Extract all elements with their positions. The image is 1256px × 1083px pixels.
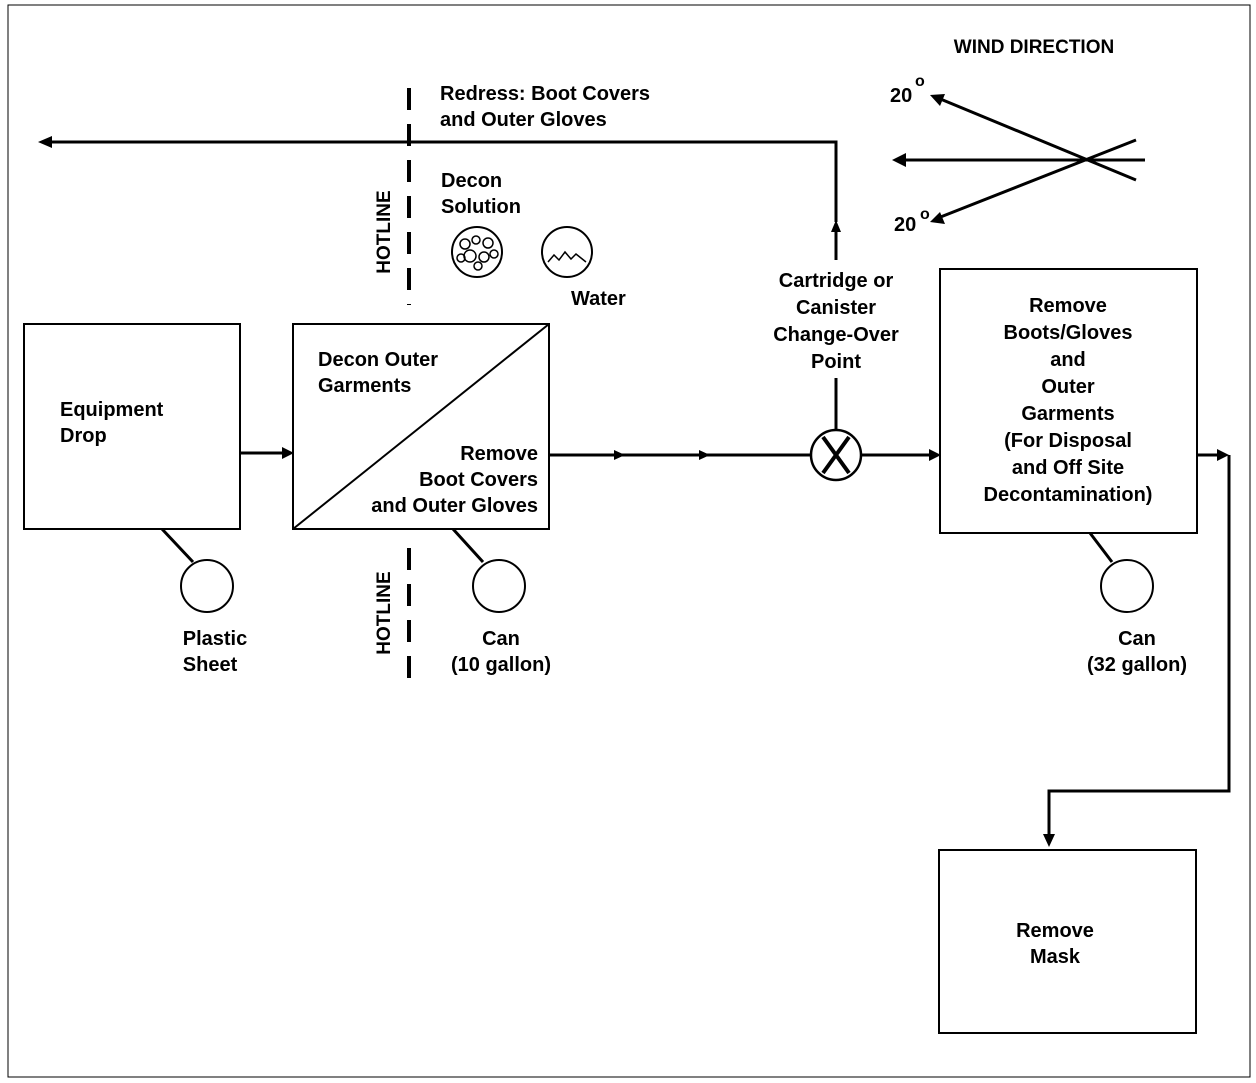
wind-upper-arrowhead <box>930 94 945 106</box>
water-basin-icon <box>541 226 593 278</box>
remove-garments-box <box>939 268 1198 534</box>
flow-arrowhead-4 <box>1217 449 1229 461</box>
decon-solution-basin-icon <box>451 226 503 278</box>
remove-box-line3: and <box>1050 349 1086 371</box>
remove-box-line8: Decontamination) <box>984 484 1153 506</box>
changeover-up-arrowhead <box>831 220 841 232</box>
wind-angle-top: 20 <box>890 85 912 107</box>
frame-border <box>7 4 1251 1078</box>
plastic-sheet-line2: Sheet <box>183 654 238 676</box>
equipment-drop-line1: Equipment <box>60 399 164 421</box>
remove-mask-line2: Mask <box>1030 946 1081 968</box>
can-10-line1: Can <box>482 628 520 650</box>
can-32-gallon-container <box>1100 559 1154 613</box>
plastic-sheet-container <box>180 559 234 613</box>
water-label: Water <box>571 288 626 310</box>
hotline-label-top: HOTLINE <box>374 190 395 273</box>
redress-return-path <box>50 140 838 222</box>
wind-lower-arrowhead <box>930 212 945 224</box>
can-10-gallon-container <box>472 559 526 613</box>
changeover-line3: Change-Over <box>773 324 899 346</box>
decon-box-diagonal <box>292 323 550 530</box>
redress-label-line2: and Outer Gloves <box>440 109 607 131</box>
remove-mask-box <box>938 849 1197 1034</box>
redress-left-arrowhead <box>38 136 52 148</box>
decon-solution-line2: Solution <box>441 196 521 218</box>
changeover-point-marker <box>809 428 863 482</box>
can-32-connector <box>1088 532 1114 563</box>
remove-box-line7: and Off Site <box>1012 457 1124 479</box>
wind-center-arrowhead <box>892 153 906 167</box>
changeover-line1: Cartridge or <box>779 270 894 292</box>
changeover-line4: Point <box>811 351 861 373</box>
redress-label-line1: Redress: Boot Covers <box>440 83 650 105</box>
remove-box-line1: Remove <box>1029 295 1107 317</box>
flow-line-5 <box>1047 455 1231 835</box>
wind-upper-arrow <box>937 96 1137 182</box>
flow-arrowhead-2a <box>614 450 625 460</box>
remove-mask-line1: Remove <box>1016 920 1094 942</box>
decon-box-bottom-line2: Boot Covers <box>419 469 538 491</box>
wind-degree-bottom: o <box>920 206 930 223</box>
decon-box-top-line1: Decon Outer <box>318 349 438 371</box>
can-10-line2: (10 gallon) <box>451 654 551 676</box>
plastic-sheet-connector <box>160 527 195 564</box>
hotline-label-bottom: HOTLINE <box>374 571 395 654</box>
decon-box-bottom-line3: and Outer Gloves <box>371 495 538 517</box>
remove-box-line6: (For Disposal <box>1004 430 1132 452</box>
can-32-line1: Can <box>1118 628 1156 650</box>
can-32-line2: (32 gallon) <box>1087 654 1187 676</box>
flow-arrowhead-3 <box>929 449 941 461</box>
wind-direction-title: WIND DIRECTION <box>954 37 1114 58</box>
remove-box-line2: Boots/Gloves <box>1004 322 1133 344</box>
can-10-connector <box>451 527 485 564</box>
flow-arrowhead-5 <box>1043 834 1055 847</box>
changeover-line2: Canister <box>796 297 876 319</box>
wind-degree-top: o <box>915 73 925 90</box>
remove-box-line4: Outer <box>1041 376 1095 398</box>
decon-box-bottom-line1: Remove <box>460 443 538 465</box>
equipment-drop-line2: Drop <box>60 425 107 447</box>
decon-solution-line1: Decon <box>441 170 502 192</box>
remove-box-line5: Garments <box>1021 403 1114 425</box>
wind-lower-arrow <box>937 138 1137 220</box>
flow-arrowhead-1 <box>282 447 294 459</box>
wind-angle-bottom: 20 <box>894 214 916 236</box>
wind-direction-arrows <box>892 94 1145 224</box>
flow-arrowhead-2b <box>699 450 710 460</box>
equipment-drop-box <box>23 323 241 530</box>
plastic-sheet-line1: Plastic <box>183 628 247 650</box>
decon-box-top-line2: Garments <box>318 375 411 397</box>
